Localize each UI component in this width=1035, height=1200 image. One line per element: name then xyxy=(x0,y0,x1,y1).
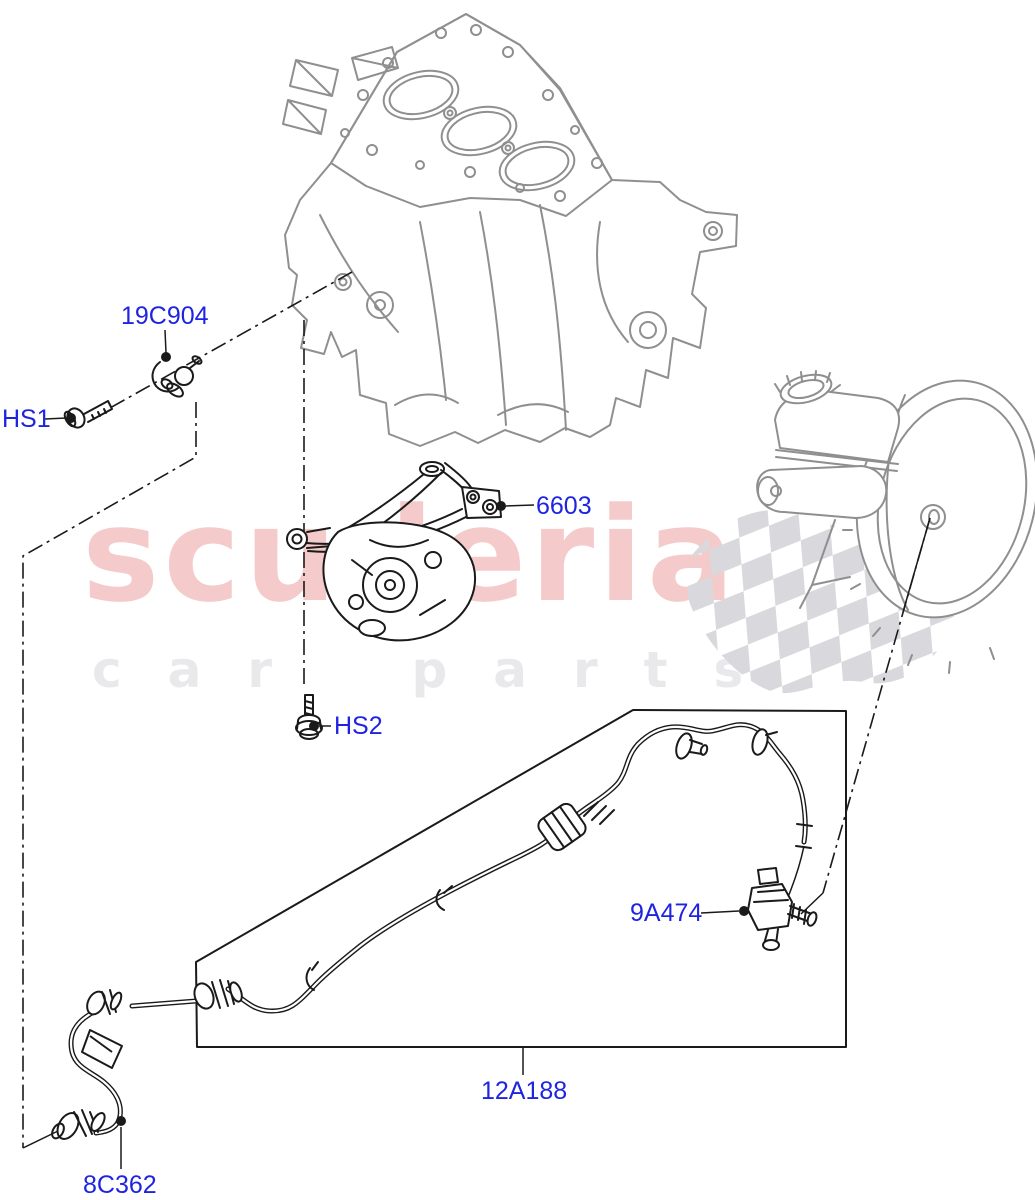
part-label-8c362: 8C362 xyxy=(83,1171,157,1199)
part-label-hs1: HS1 xyxy=(2,405,51,433)
vacuum-hose-12a188-drawing xyxy=(129,722,813,1014)
part-label-6603: 6603 xyxy=(536,492,592,520)
hose-assembly-bounding-box xyxy=(195,709,847,1048)
vacuum-hose-8c362-drawing xyxy=(51,989,123,1140)
part-label-9a474: 9A474 xyxy=(630,899,703,927)
bolt-hs2-drawing xyxy=(295,694,323,740)
check-valve-9a474-drawing xyxy=(747,867,818,951)
watermark-tagline-text: car parts xyxy=(92,641,790,699)
part-label-12a188: 12A188 xyxy=(481,1077,568,1105)
part-label-hs2: HS2 xyxy=(334,712,383,740)
camshaft-sensor-drawing xyxy=(151,355,203,398)
vacuum-pump-drawing xyxy=(286,461,502,642)
reference-dash-lines xyxy=(22,271,931,1149)
label-leader-lines xyxy=(44,329,749,1169)
engine-block-drawing xyxy=(282,13,738,447)
part-label-19c904: 19C904 xyxy=(121,302,209,330)
brake-booster-drawing xyxy=(756,370,1035,674)
